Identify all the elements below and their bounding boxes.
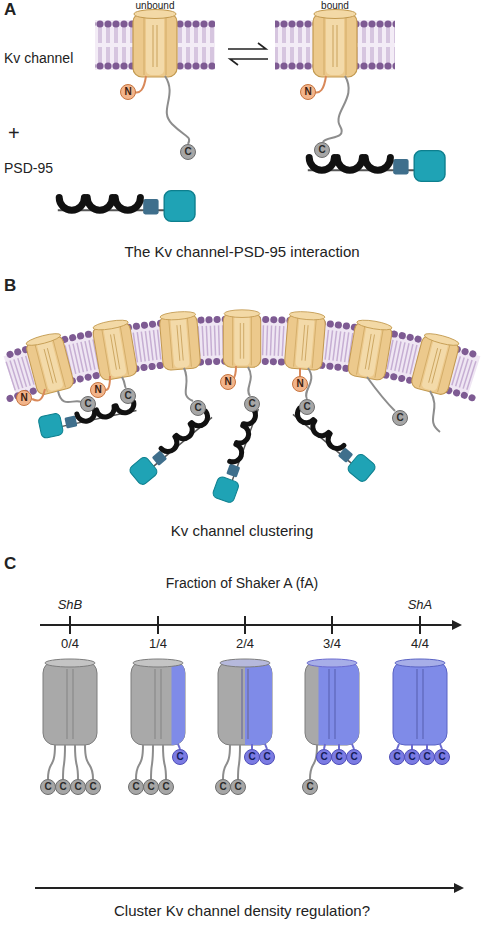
terminus-letter: C <box>124 391 131 401</box>
c-terminus-circle: C <box>331 749 347 765</box>
terminus-letter: C <box>303 402 310 412</box>
terminus-letter: C <box>318 145 325 155</box>
plus-sign: + <box>8 122 28 145</box>
terminus-letter: N <box>304 87 311 97</box>
state-label: bound <box>300 0 370 12</box>
terminus-letter: C <box>248 752 255 762</box>
terminus-letter: C <box>74 782 81 792</box>
terminus-letter: C <box>162 782 169 792</box>
c-terminus-circle: C <box>70 779 86 795</box>
c-terminus-circle: C <box>244 396 260 412</box>
c-terminus-circle: C <box>419 749 435 765</box>
fraction-label: 1/4 <box>133 637 183 652</box>
c-terminus-circle: C <box>55 779 71 795</box>
terminus-letter: C <box>147 782 154 792</box>
panel-caption: The Kv channel-PSD-95 interaction <box>12 243 472 260</box>
c-terminus-circle: C <box>180 144 196 160</box>
terminus-letter: C <box>44 782 51 792</box>
panel-letter: B <box>4 276 24 296</box>
axis-title: Fraction of Shaker A (fA) <box>42 575 442 591</box>
terminus-letter: C <box>423 752 430 762</box>
terminus-letter: C <box>194 403 201 413</box>
n-terminus-circle: N <box>120 84 136 100</box>
n-terminus-circle: N <box>90 382 106 398</box>
state-label: unbound <box>120 0 190 12</box>
n-terminus-circle: N <box>292 376 308 392</box>
component-label: Kv channel <box>4 50 94 66</box>
terminus-letter: C <box>248 399 255 409</box>
c-terminus-circle: C <box>389 749 405 765</box>
terminus-letter: N <box>124 87 131 97</box>
c-terminus-circle: C <box>314 142 330 158</box>
c-terminus-circle: C <box>259 749 275 765</box>
fraction-label: 4/4 <box>395 637 445 652</box>
trend-arrow <box>35 887 462 889</box>
c-terminus-circle: C <box>143 779 159 795</box>
terminus-letter: C <box>396 413 403 423</box>
terminus-letter: C <box>176 752 183 762</box>
terminus-letter: C <box>350 752 357 762</box>
c-terminus-circle: C <box>404 749 420 765</box>
c-terminus-circle: C <box>80 396 96 412</box>
c-terminus-circle: C <box>85 779 101 795</box>
terminus-letter: C <box>59 782 66 792</box>
axis-arrow <box>40 624 460 626</box>
terminus-letter: N <box>224 377 231 387</box>
c-terminus-circle: C <box>302 779 318 795</box>
c-terminus-circle: C <box>172 749 188 765</box>
component-label: PSD-95 <box>4 160 84 176</box>
terminus-letter: N <box>94 385 101 395</box>
terminus-letter: C <box>408 752 415 762</box>
c-terminus-circle: C <box>40 779 56 795</box>
c-terminus-circle: C <box>120 388 136 404</box>
terminus-letter: N <box>296 379 303 389</box>
c-terminus-circle: C <box>215 779 231 795</box>
terminus-letter: C <box>335 752 342 762</box>
panel-letter: A <box>4 0 24 20</box>
kv-channel <box>133 10 177 78</box>
terminus-letter: N <box>20 393 27 403</box>
terminus-letter: C <box>84 399 91 409</box>
kv-channel <box>313 10 357 78</box>
panel-caption: Cluster Kv channel density regulation? <box>12 902 472 919</box>
panel-letter: C <box>4 554 24 574</box>
psd-95 <box>308 151 445 182</box>
n-terminus-circle: N <box>220 374 236 390</box>
equilibrium-arrow <box>228 43 266 49</box>
c-terminus-circle: C <box>128 779 144 795</box>
terminus-letter: C <box>132 782 139 792</box>
c-terminus-circle: C <box>434 749 450 765</box>
terminus-letter: C <box>89 782 96 792</box>
c-terminus-circle: C <box>316 749 332 765</box>
terminus-letter: C <box>320 752 327 762</box>
n-terminus-circle: N <box>300 84 316 100</box>
psd-95 <box>58 191 195 222</box>
terminus-letter: C <box>184 147 191 157</box>
terminus-letter: C <box>234 782 241 792</box>
c-terminus-circle: C <box>346 749 362 765</box>
c-terminus-circle: C <box>230 779 246 795</box>
panel-caption: Kv channel clustering <box>12 522 472 539</box>
terminus-letter: C <box>393 752 400 762</box>
c-terminus-circle: C <box>244 749 260 765</box>
terminus-letter: C <box>263 752 270 762</box>
axis-end-label: ShA <box>390 598 450 613</box>
c-terminus-circle: C <box>190 400 206 416</box>
fraction-label: 3/4 <box>307 637 357 652</box>
terminus-letter: C <box>438 752 445 762</box>
terminus-letter: C <box>219 782 226 792</box>
axis-end-label: ShB <box>40 598 100 613</box>
terminus-letter: C <box>306 782 313 792</box>
c-terminus-circle: C <box>158 779 174 795</box>
c-terminus-circle: C <box>392 410 408 426</box>
equilibrium-arrow <box>230 59 268 65</box>
fraction-label: 2/4 <box>220 637 270 652</box>
n-terminus-circle: N <box>16 390 32 406</box>
fraction-label: 0/4 <box>45 637 95 652</box>
c-terminus-circle: C <box>299 399 315 415</box>
